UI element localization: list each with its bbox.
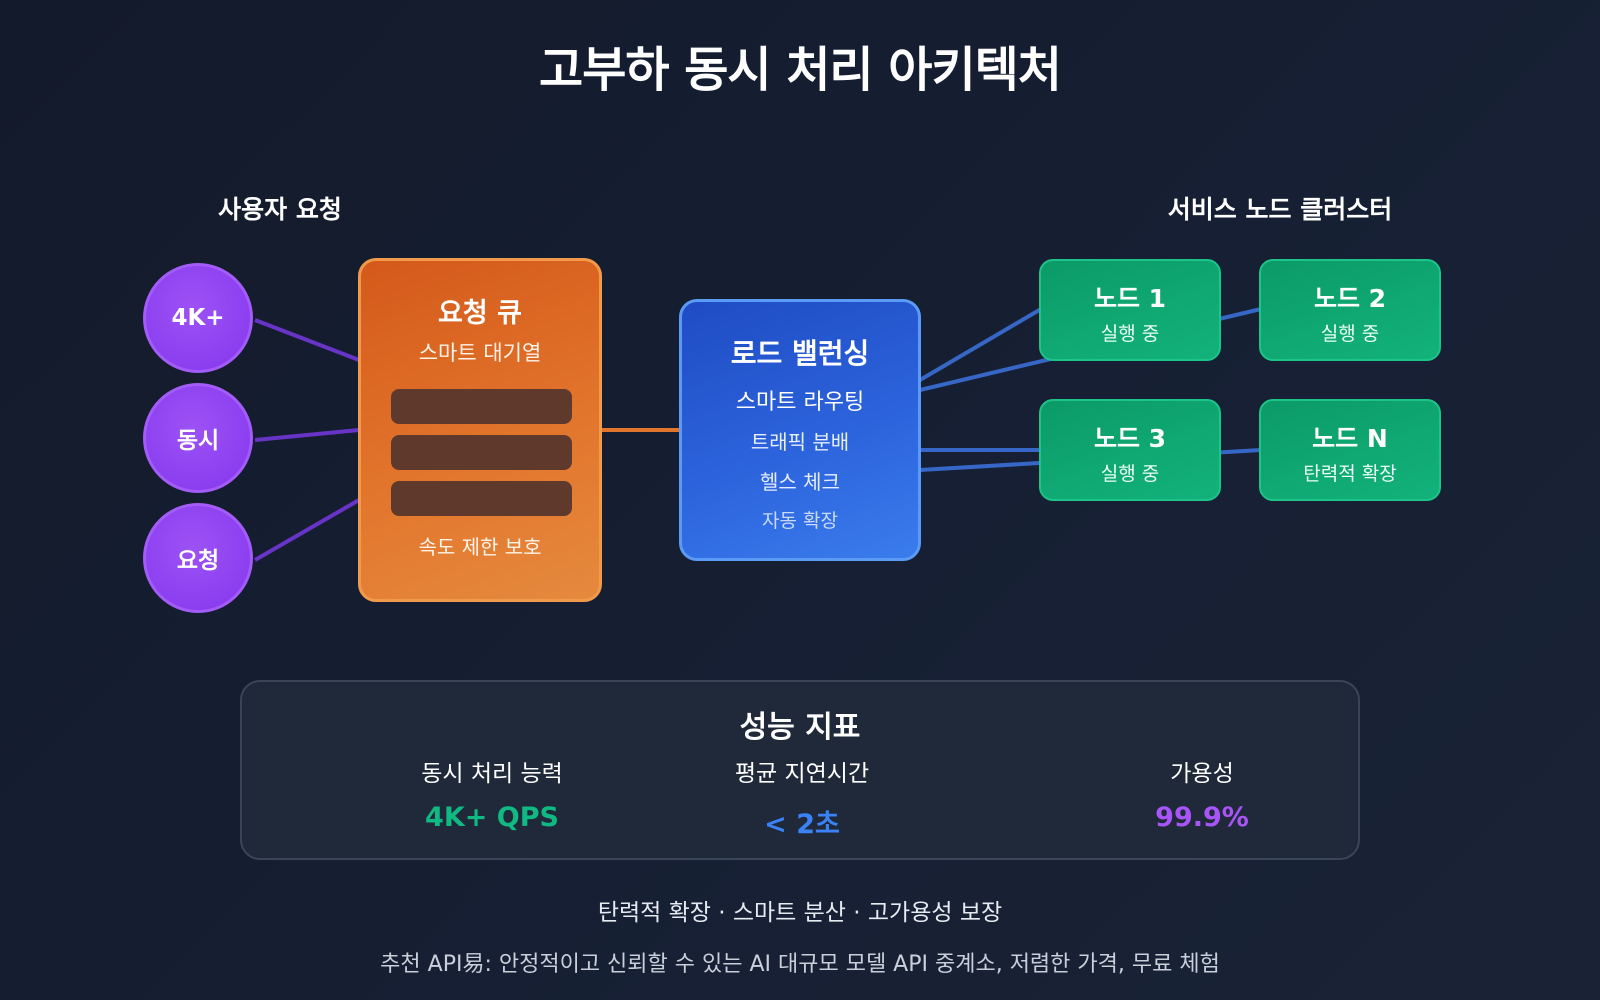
performance-metrics-panel: 성능 지표 동시 처리 능력 4K+ QPS 평균 지연시간 < 2초 가용성 …: [240, 680, 1360, 860]
service-node-2: 노드 2 실행 중: [1259, 259, 1441, 361]
load-balancer-feature: 자동 확장: [762, 510, 838, 532]
link-user-4k-to-queue: [254, 318, 360, 362]
user-circle-request: 요청: [143, 503, 253, 613]
metrics-title: 성능 지표: [739, 710, 861, 745]
queue-title: 요청 큐: [438, 298, 522, 329]
service-cluster-label: 서비스 노드 클러스터: [1167, 195, 1393, 224]
load-balancer-feature: 트래픽 분배: [750, 430, 850, 454]
node-status: 실행 중: [1100, 323, 1160, 345]
node-status: 실행 중: [1320, 323, 1380, 345]
queue-subtitle: 스마트 대기열: [418, 341, 542, 365]
queue-slot: [391, 481, 572, 516]
load-balancer-feature: 헬스 체크: [760, 470, 840, 494]
metric-value: 99.9%: [1155, 802, 1249, 833]
node-name: 노드 1: [1093, 284, 1167, 313]
metric-value: 4K+ QPS: [425, 802, 559, 833]
metric-label: 동시 처리 능력: [421, 761, 563, 787]
user-circle-4k: 4K+: [143, 263, 253, 373]
metric-concurrency: 동시 처리 능력 4K+ QPS: [342, 754, 642, 833]
promo-text: 추천 API易: 안정적이고 신뢰할 수 있는 AI 대규모 모델 API 중계…: [380, 952, 1220, 977]
request-queue-box: 요청 큐 스마트 대기열 속도 제한 보호: [358, 258, 602, 602]
user-requests-label: 사용자 요청: [218, 195, 342, 224]
queue-slot: [391, 435, 572, 470]
metric-label: 가용성: [1170, 761, 1234, 787]
queue-footer: 속도 제한 보호: [418, 535, 542, 559]
user-circle-concurrent: 동시: [143, 383, 253, 493]
queue-slot: [391, 389, 572, 424]
link-user-request-to-queue: [254, 498, 360, 562]
node-name: 노드 N: [1312, 424, 1388, 453]
link-balancer-to-node-1: [918, 307, 1043, 382]
metric-latency: 평균 지연시간 < 2초: [652, 754, 952, 841]
page-title: 고부하 동시 처리 아키텍처: [539, 42, 1062, 98]
service-node-3: 노드 3 실행 중: [1039, 399, 1221, 501]
metric-label: 평균 지연시간: [734, 761, 870, 787]
service-node-n: 노드 N 탄력적 확장: [1259, 399, 1441, 501]
service-node-1: 노드 1 실행 중: [1039, 259, 1221, 361]
node-name: 노드 2: [1313, 284, 1387, 313]
link-user-concurrent-to-queue: [254, 428, 360, 442]
node-status: 탄력적 확장: [1303, 463, 1397, 485]
node-name: 노드 3: [1093, 424, 1167, 453]
load-balancer-box: 로드 밸런싱 스마트 라우팅 트래픽 분배 헬스 체크 자동 확장: [679, 299, 921, 561]
tagline: 탄력적 확장 · 스마트 분산 · 고가용성 보장: [597, 900, 1003, 926]
node-status: 실행 중: [1100, 463, 1160, 485]
load-balancer-feature: 스마트 라우팅: [735, 390, 865, 415]
metric-value: < 2초: [764, 809, 840, 840]
metric-availability: 가용성 99.9%: [1052, 754, 1352, 833]
load-balancer-title: 로드 밸런싱: [730, 337, 870, 370]
